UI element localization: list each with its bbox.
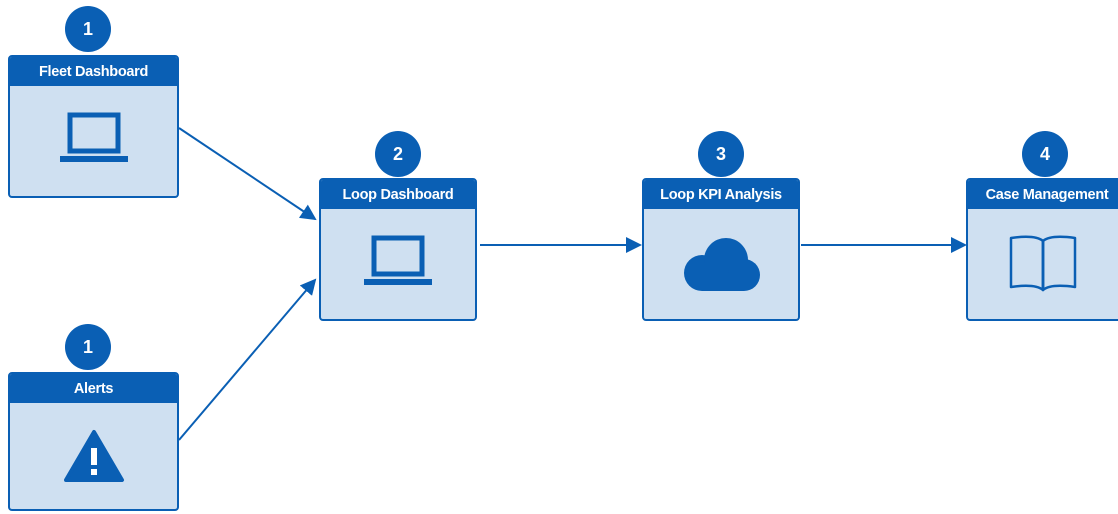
edge-fleet-to-loop-dashboard <box>178 127 317 221</box>
node-title: Case Management <box>968 180 1118 209</box>
node-title: Loop Dashboard <box>321 180 475 209</box>
laptop-icon <box>10 86 177 196</box>
node-title: Fleet Dashboard <box>10 57 177 86</box>
cloud-icon <box>644 209 798 319</box>
node-title: Alerts <box>10 374 177 403</box>
edge-alerts-to-loop-dashboard <box>178 278 317 441</box>
alerts-card[interactable]: Alerts <box>8 372 179 511</box>
laptop-icon <box>321 209 475 319</box>
case-management-card[interactable]: Case Management <box>966 178 1118 321</box>
step-badge: 3 <box>698 131 744 177</box>
book-icon <box>968 209 1118 319</box>
step-badge: 1 <box>65 324 111 370</box>
loop-dashboard-card[interactable]: Loop Dashboard <box>319 178 477 321</box>
loop-kpi-analysis-card[interactable]: Loop KPI Analysis <box>642 178 800 321</box>
fleet-dashboard-card[interactable]: Fleet Dashboard <box>8 55 179 198</box>
step-badge: 4 <box>1022 131 1068 177</box>
warning-icon <box>10 403 177 509</box>
node-title: Loop KPI Analysis <box>644 180 798 209</box>
step-badge: 2 <box>375 131 421 177</box>
step-badge: 1 <box>65 6 111 52</box>
